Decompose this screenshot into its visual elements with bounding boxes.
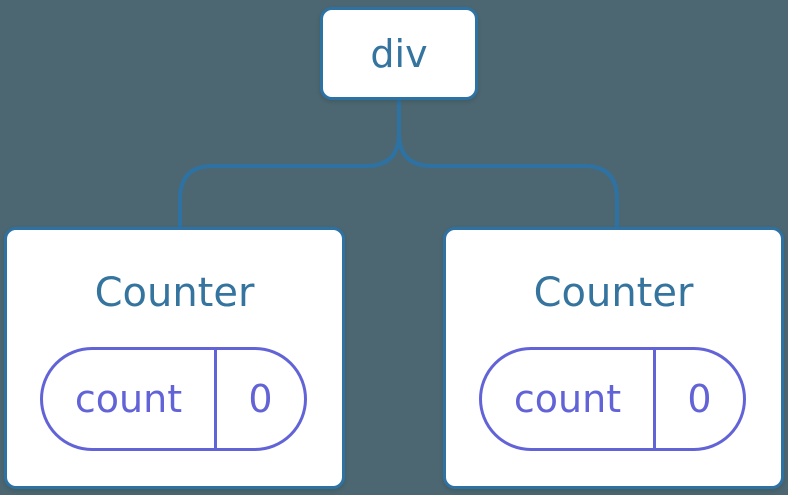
- counter-node-left: Counter count 0: [4, 227, 345, 489]
- connector-left-branch: [178, 100, 401, 228]
- root-node-label: div: [370, 31, 428, 76]
- state-name-label: count: [43, 350, 217, 448]
- state-name-label: count: [482, 350, 656, 448]
- connector-right-branch: [397, 100, 619, 228]
- root-node-div: div: [320, 7, 478, 100]
- state-value: 0: [248, 377, 273, 421]
- component-name-label: Counter: [94, 270, 255, 316]
- state-value: 0: [687, 377, 712, 421]
- state-pill: count 0: [40, 347, 307, 451]
- counter-node-right: Counter count 0: [443, 227, 784, 489]
- state-pill: count 0: [479, 347, 746, 451]
- component-name-label: Counter: [533, 270, 694, 316]
